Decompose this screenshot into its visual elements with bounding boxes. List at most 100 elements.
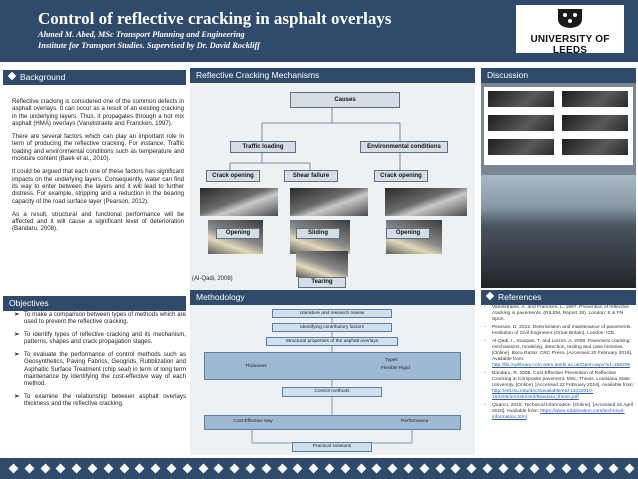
footer-diamond-icon [261,463,272,474]
background-text: Reflective cracking is considered one of… [12,98,184,239]
footer-diamond-icon [119,463,130,474]
thickness-types-band: Thickness Types Flexible Rigid [204,352,461,380]
check-arrow-icon: ➢ [14,331,20,339]
objectives-list: ➢To make a comparison between types of m… [14,311,186,413]
types-label: Types [385,358,398,363]
shear-failure-illustration [290,188,368,216]
figure-tile [562,91,628,107]
footer-diamond-icon [182,463,193,474]
cost-effective-label: Cost-Effective way [233,419,273,424]
performance-label: Performance [401,419,429,424]
footer-diamond-icon [103,463,114,474]
references-heading: References [481,290,636,305]
footer-diamond-icon [624,463,635,474]
tearing-box: Tearing [298,277,346,288]
shear-failure-box: Shear failure [284,170,338,182]
check-arrow-icon: ➢ [14,311,20,318]
footer-diamond-icon [277,463,288,474]
background-paragraph: Reflective cracking is considered one of… [12,98,184,127]
background-paragraph: As a result, structural and functional p… [12,210,184,233]
university-logo: UNIVERSITY OF LEEDS [516,5,624,56]
poster-header: Control of reflective cracking in asphal… [0,0,638,62]
contributory-factors-box: Identifying contributory factors [272,323,392,332]
reference-item: -Bandaru, R. 2008. Cost Effective Preven… [484,371,634,400]
thermal-crack-illustration [385,188,467,216]
footer-diamond-icon [561,463,572,474]
footer-diamond-icon [55,463,66,474]
literature-review-box: Literature and research review [272,309,392,318]
footer-diamond-icon [482,463,493,474]
methodology-flowchart: Literature and research review Identifyi… [190,305,475,455]
opening-box: Opening [216,228,260,239]
footer-diamond-icon [514,463,525,474]
footer-diamond-icon [419,463,430,474]
discussion-heading: Discussion [481,68,636,83]
reference-link[interactable]: http://etd.lsu.edu/docs/available/etd-11… [492,389,594,400]
poster-title: Control of reflective cracking in asphal… [38,9,392,28]
footer-diamond-icon [371,463,382,474]
footer-diamond-icon [498,463,509,474]
footer-diamond-icon [71,463,82,474]
crest-icon [558,9,582,28]
crack-opening-box: Crack opening [206,170,260,182]
control-methods-box: Control methods [282,387,382,397]
objective-item: ➢To examine the relationship between asp… [14,393,186,408]
mechanisms-diagram: Causes Traffic loading Environmental con… [190,83,475,290]
footer-diamond-icon [356,463,367,474]
evaluation-band: Cost-Effective way Performance [204,415,461,430]
structural-properties-box: Structural properties of the asphalt ove… [266,337,398,346]
footer-diamond-icon [198,463,209,474]
footer-diamond-icon [340,463,351,474]
objectives-heading: Objectives [3,296,186,311]
footer-diamond-icon [87,463,98,474]
reference-item: -Vanelstraete, A. and Francken, L. 1997.… [484,305,629,322]
footer-diamond-icon [450,463,461,474]
flexible-rigid-label: Flexible Rigid [381,366,410,371]
figure-tile [488,91,554,107]
footer-diamond-icon [324,463,335,474]
footer-diamond-icon [8,463,19,474]
background-heading: Background [3,70,186,85]
logo-text: UNIVERSITY OF LEEDS [530,34,610,56]
diagram-connectors [229,108,401,170]
footer-diamond-icon [577,463,588,474]
footer-diamond-icon [435,463,446,474]
footer-diamond-icon [387,463,398,474]
causes-box: Causes [290,92,400,108]
figure-tile [562,115,628,131]
footer-diamond-icon [608,463,619,474]
diamond-icon [485,291,495,301]
footer-diamond-row [6,463,636,475]
check-arrow-icon: ➢ [14,393,20,401]
opening-env-box: Opening [386,228,430,239]
objective-item: ➢To make a comparison between types of m… [14,311,186,326]
footer-diamond-icon [545,463,556,474]
environmental-conditions-box: Environmental conditions [360,141,448,153]
institute-line: Institute for Transport Studies. Supervi… [38,41,260,50]
references-list: -Vanelstraete, A. and Francken, L. 1997.… [484,305,634,423]
reference-link[interactable]: http://lib.myilibrary.com.wam.leeds.ac.u… [492,363,631,368]
footer-diamond-icon [403,463,414,474]
footer-diamond-icon [24,463,35,474]
footer-diamond-icon [466,463,477,474]
footer-diamond-icon [213,463,224,474]
author-line: Ahmed M. Abed, MSc Transport Planning an… [38,30,245,39]
reference-link[interactable]: https://www.rubblization.com/technical-i… [492,409,625,420]
objective-item: ➢To evaluate the performance of control … [14,351,186,388]
reference-item: -Pearson, D. 2012. Deterioration and mai… [484,325,632,336]
practical-solutions-box: Practical solutions [292,442,372,452]
footer-diamond-icon [229,463,240,474]
thickness-label: Thickness [245,364,267,369]
footer-diamond-icon [292,463,303,474]
figure-tile [562,139,628,155]
footer-diamond-icon [166,463,177,474]
background-paragraph: There are several factors which can play… [12,133,184,163]
reference-item: -Al-Qadi, I., Scarpas, T. and Loizos, A.… [484,339,633,368]
mechanisms-heading: Reflective Cracking Mechanisms [190,68,475,83]
footer-diamond-icon [40,463,51,474]
footer-diamond-icon [150,463,161,474]
background-paragraph: It could be argued that each one of thes… [12,168,184,205]
poster-footer [0,458,638,479]
objective-item: ➢To identify types of reflective crackin… [14,331,186,346]
crack-opening-env-box: Crack opening [374,170,428,182]
